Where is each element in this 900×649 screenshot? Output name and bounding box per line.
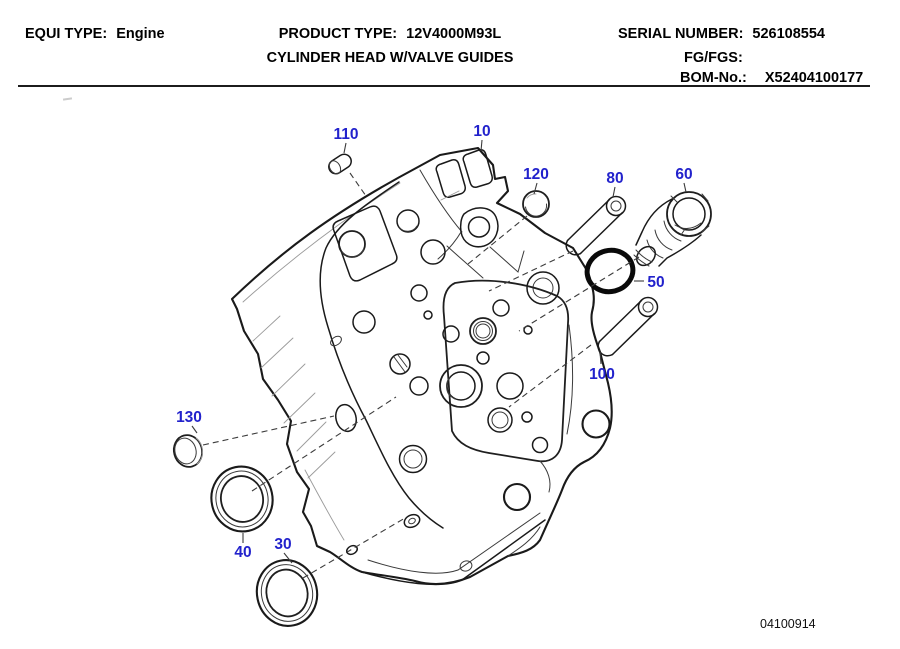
leader-60 xyxy=(683,182,687,193)
fg-fgs-label: FG/FGS: xyxy=(684,50,743,66)
callout-50[interactable]: 50 xyxy=(647,274,664,291)
page-title: CYLINDER HEAD W/VALVE GUIDES xyxy=(266,50,514,66)
leader-60-dashed xyxy=(518,256,640,332)
leader-110-dashed xyxy=(349,172,367,197)
leader-100-dashed xyxy=(508,344,592,408)
serial-number: SERIAL NUMBER: 526108554 xyxy=(618,22,825,46)
callout-80[interactable]: 80 xyxy=(606,170,623,187)
leader-10 xyxy=(480,139,483,152)
product-type-value: 12V4000M93L xyxy=(406,26,502,42)
leader-130-dashed xyxy=(202,415,335,446)
part-30-seal-ring xyxy=(255,559,319,627)
leader-100 xyxy=(599,351,602,365)
bom-no: BOM-No.: X52404100177 xyxy=(680,66,863,90)
part-130-plug xyxy=(172,434,204,468)
part-40-seal-ring xyxy=(210,465,274,533)
bom-no-value: X52404100177 xyxy=(764,70,864,86)
product-type-label: PRODUCT TYPE: xyxy=(278,26,398,42)
leader-30 xyxy=(283,552,293,564)
header-divider xyxy=(18,85,870,87)
leader-110 xyxy=(343,142,347,154)
callout-110[interactable]: 110 xyxy=(333,126,358,143)
leader-120-dashed xyxy=(467,215,528,265)
leader-80-dashed xyxy=(488,250,574,292)
equi-type: EQUI TYPE: Engine xyxy=(25,22,165,46)
part-60-fitting xyxy=(633,191,712,267)
leader-120 xyxy=(533,182,538,195)
cylinder-head-body xyxy=(230,146,613,586)
product-type-block: PRODUCT TYPE: 12V4000M93L CYLINDER HEAD W… xyxy=(230,22,550,70)
leader-lines xyxy=(191,139,687,579)
leader-80 xyxy=(612,186,616,198)
callout-10[interactable]: 10 xyxy=(473,123,490,140)
bom-no-label: BOM-No.: xyxy=(680,70,747,86)
part-100-valve-guide xyxy=(597,296,659,357)
equi-type-label: EQUI TYPE: xyxy=(25,26,108,42)
part-50-oring xyxy=(584,247,636,295)
drawing-number: 04100914 xyxy=(760,617,816,631)
serial-number-value: 526108554 xyxy=(752,26,825,42)
equi-type-value: Engine xyxy=(116,26,165,42)
callout-120[interactable]: 120 xyxy=(523,166,549,183)
callout-130[interactable]: 130 xyxy=(176,409,202,426)
leader-40-dashed xyxy=(251,396,397,492)
part-80-valve-guide xyxy=(565,195,627,256)
callout-30[interactable]: 30 xyxy=(274,536,291,553)
serial-number-label: SERIAL NUMBER: xyxy=(618,26,744,42)
fg-fgs: FG/FGS: xyxy=(684,46,743,70)
callout-100[interactable]: 100 xyxy=(589,366,615,383)
callout-labels: 10 30 40 50 60 80 100 110 120 130 xyxy=(176,123,693,561)
product-type-line: PRODUCT TYPE: 12V4000M93L xyxy=(230,22,550,46)
callout-60[interactable]: 60 xyxy=(675,166,692,183)
callout-40[interactable]: 40 xyxy=(234,544,251,561)
part-120-plug xyxy=(522,190,550,218)
leader-130 xyxy=(191,425,198,434)
part-110-plug xyxy=(328,153,352,175)
